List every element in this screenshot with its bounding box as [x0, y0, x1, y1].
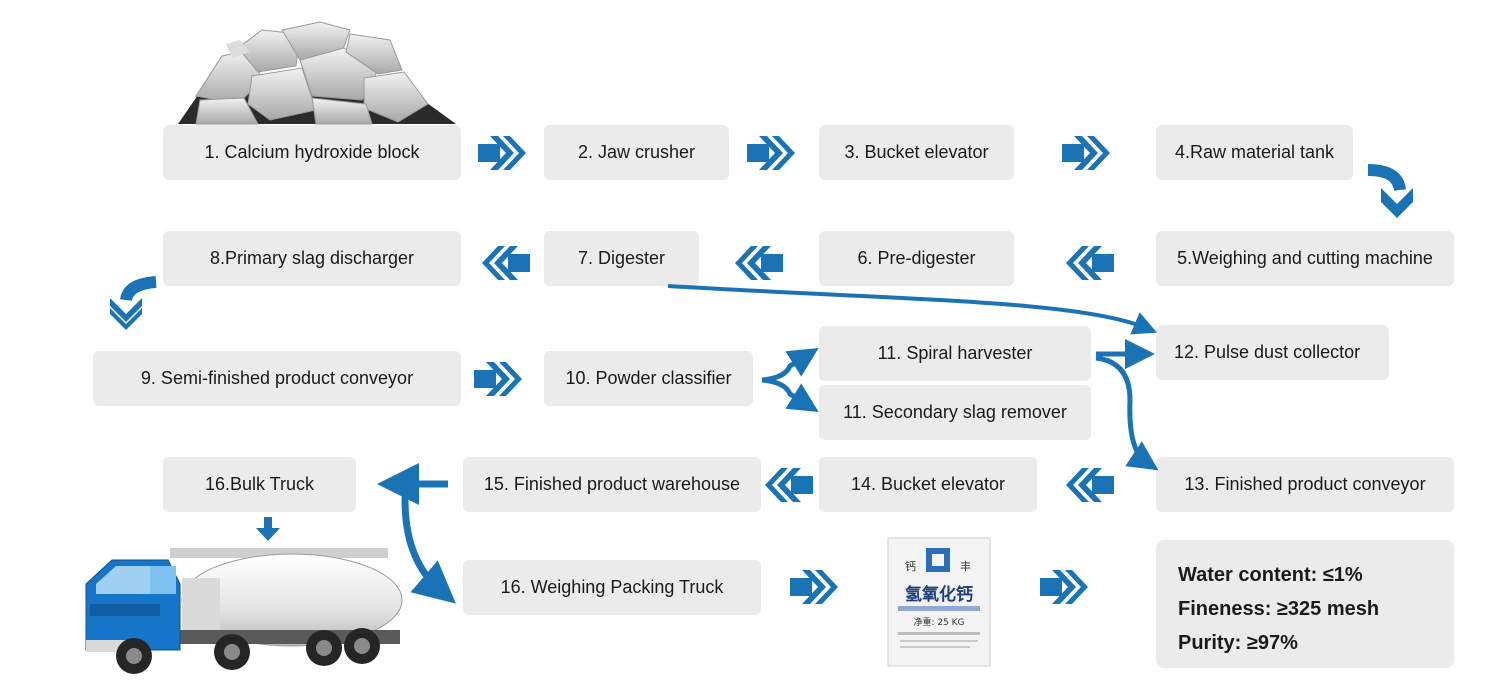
step-13-box: 13. Finished product conveyor [1156, 457, 1454, 512]
bag-brand-a: 钙 [905, 559, 916, 573]
product-bag-image: 钙 丰 氢氧化钙 净重: 25 KG [887, 537, 991, 667]
step-5-label: 5.Weighing and cutting machine [1177, 248, 1433, 268]
step-1-label: 1. Calcium hydroxide block [204, 142, 420, 162]
arrow-11-to-12-13 [1095, 339, 1159, 471]
spec-fineness: Fineness: ≥325 mesh [1178, 598, 1380, 620]
step-16-packing-box: 16. Weighing Packing Truck [463, 560, 761, 615]
arrow-bag-to-specs [1040, 570, 1088, 604]
step-14-label: 14. Bucket elevator [850, 474, 1006, 494]
step-9-box: 9. Semi-finished product conveyor [93, 351, 461, 406]
arrow-3-to-4 [1062, 136, 1110, 170]
step-15-label: 15. Finished product warehouse [483, 474, 741, 494]
step-11-slag-label: 11. Secondary slag remover [843, 402, 1067, 422]
step-13-label: 13. Finished product conveyor [1184, 474, 1426, 494]
step-4-box: 4.Raw material tank [1156, 125, 1353, 180]
step-12-label: 12. Pulse dust collector [1174, 342, 1361, 362]
step-7-label: 7. Digester [577, 248, 666, 268]
bag-brand-b: 丰 [960, 560, 971, 573]
arrow-15-to-16-split [377, 463, 456, 604]
arrow-4-to-5 [1367, 164, 1413, 218]
step-16-bulk-label: 16.Bulk Truck [204, 474, 315, 494]
arrow-5-to-6 [1066, 246, 1114, 280]
step-11-spiral-label: 11. Spiral harvester [877, 343, 1033, 363]
step-16-packing-label: 16. Weighing Packing Truck [500, 577, 724, 597]
step-8-box: 8.Primary slag discharger [163, 231, 461, 286]
spec-water-content: Water content: ≤1% [1178, 564, 1363, 586]
step-10-label: 10. Powder classifier [565, 368, 732, 388]
arrow-14-to-15 [765, 468, 813, 502]
step-11-spiral-box: 11. Spiral harvester [819, 326, 1091, 381]
arrow-8-to-9 [110, 276, 157, 330]
step-16-bulk-box: 16.Bulk Truck [163, 457, 356, 512]
bag-product-name: 氢氧化钙 [905, 584, 973, 605]
arrow-16-to-bag [790, 570, 838, 604]
arrow-1-to-2 [478, 136, 526, 170]
arrow-6-to-7 [735, 246, 783, 280]
step-8-label: 8.Primary slag discharger [209, 248, 415, 268]
step-3-label: 3. Bucket elevator [844, 142, 989, 162]
step-12-box: 12. Pulse dust collector [1156, 325, 1389, 380]
step-6-label: 6. Pre-digester [857, 248, 976, 268]
step-10-box: 10. Powder classifier [544, 351, 753, 406]
bag-net-weight: 净重: 25 KG [913, 616, 964, 628]
step-11-slag-box: 11. Secondary slag remover [819, 385, 1091, 440]
arrow-2-to-3 [747, 136, 795, 170]
product-specs-box: Water content: ≤1% Fineness: ≥325 mesh P… [1156, 540, 1454, 668]
step-2-label: 2. Jaw crusher [577, 142, 696, 162]
step-1-box: 1. Calcium hydroxide block [163, 125, 461, 180]
arrow-7-to-8 [482, 246, 530, 280]
step-15-box: 15. Finished product warehouse [463, 457, 761, 512]
step-7-box: 7. Digester [544, 231, 699, 286]
step-2-box: 2. Jaw crusher [544, 125, 729, 180]
bulk-truck-image [85, 548, 403, 674]
arrow-down-to-truck [256, 517, 280, 541]
arrow-13-to-14 [1066, 468, 1114, 502]
step-4-label: 4.Raw material tank [1174, 142, 1335, 162]
arrow-7-to-12 [667, 284, 1158, 335]
step-6-box: 6. Pre-digester [819, 231, 1014, 286]
calcium-hydroxide-rock-image [178, 21, 456, 125]
spec-purity: Purity: ≥97% [1178, 632, 1298, 654]
step-9-label: 9. Semi-finished product conveyor [140, 368, 414, 388]
arrow-10-to-11-split [761, 348, 819, 412]
step-14-box: 14. Bucket elevator [819, 457, 1037, 512]
step-3-box: 3. Bucket elevator [819, 125, 1014, 180]
step-5-box: 5.Weighing and cutting machine [1156, 231, 1454, 286]
arrow-9-to-10 [474, 362, 522, 396]
